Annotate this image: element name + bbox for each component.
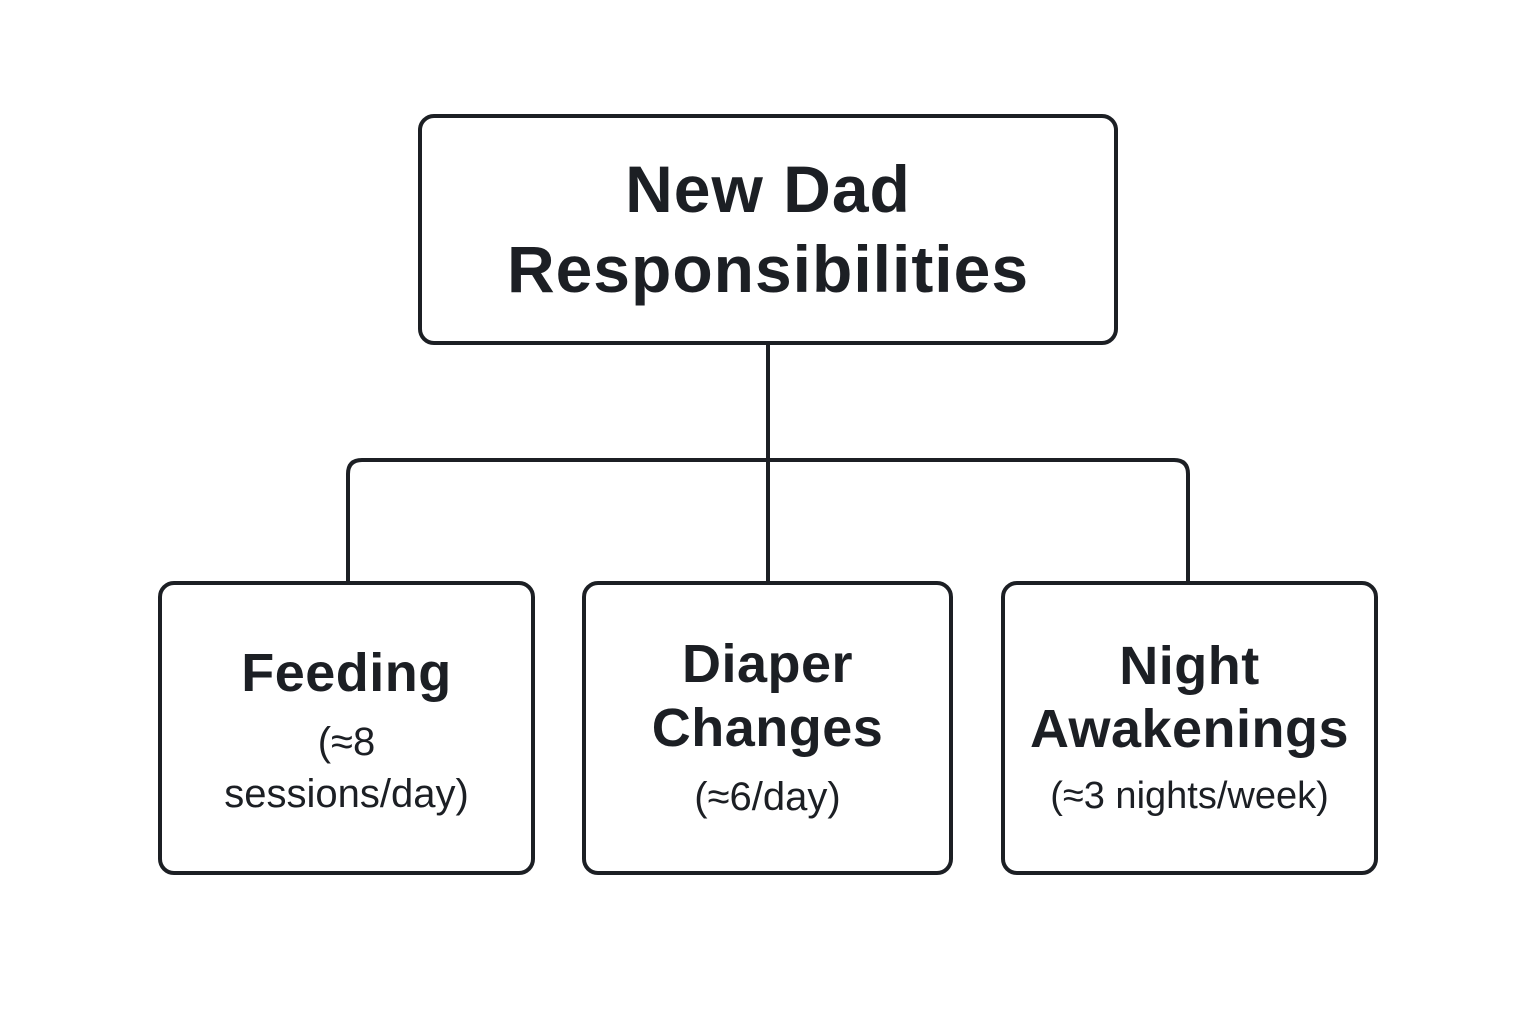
child-node-night-awakenings: Night Awakenings (≈3 nights/week)	[1001, 581, 1378, 875]
child-detail-feeding: (≈8 sessions/day)	[224, 719, 469, 816]
root-title: New Dad Responsibilities	[506, 152, 1030, 306]
child-detail-diaper-changes: (≈6/day)	[694, 774, 841, 819]
child-detail-night-awakenings: (≈3 nights/week)	[1050, 775, 1329, 818]
child-node-diaper-changes: Diaper Changes (≈6/day)	[582, 581, 953, 875]
child-title-night-awakenings: Night Awakenings	[1029, 635, 1350, 760]
child-node-feeding: Feeding (≈8 sessions/day)	[158, 581, 535, 875]
root-node: New Dad Responsibilities	[418, 114, 1118, 345]
child-title-diaper-changes: Diaper Changes	[651, 634, 884, 758]
child-title-feeding: Feeding	[241, 643, 452, 704]
